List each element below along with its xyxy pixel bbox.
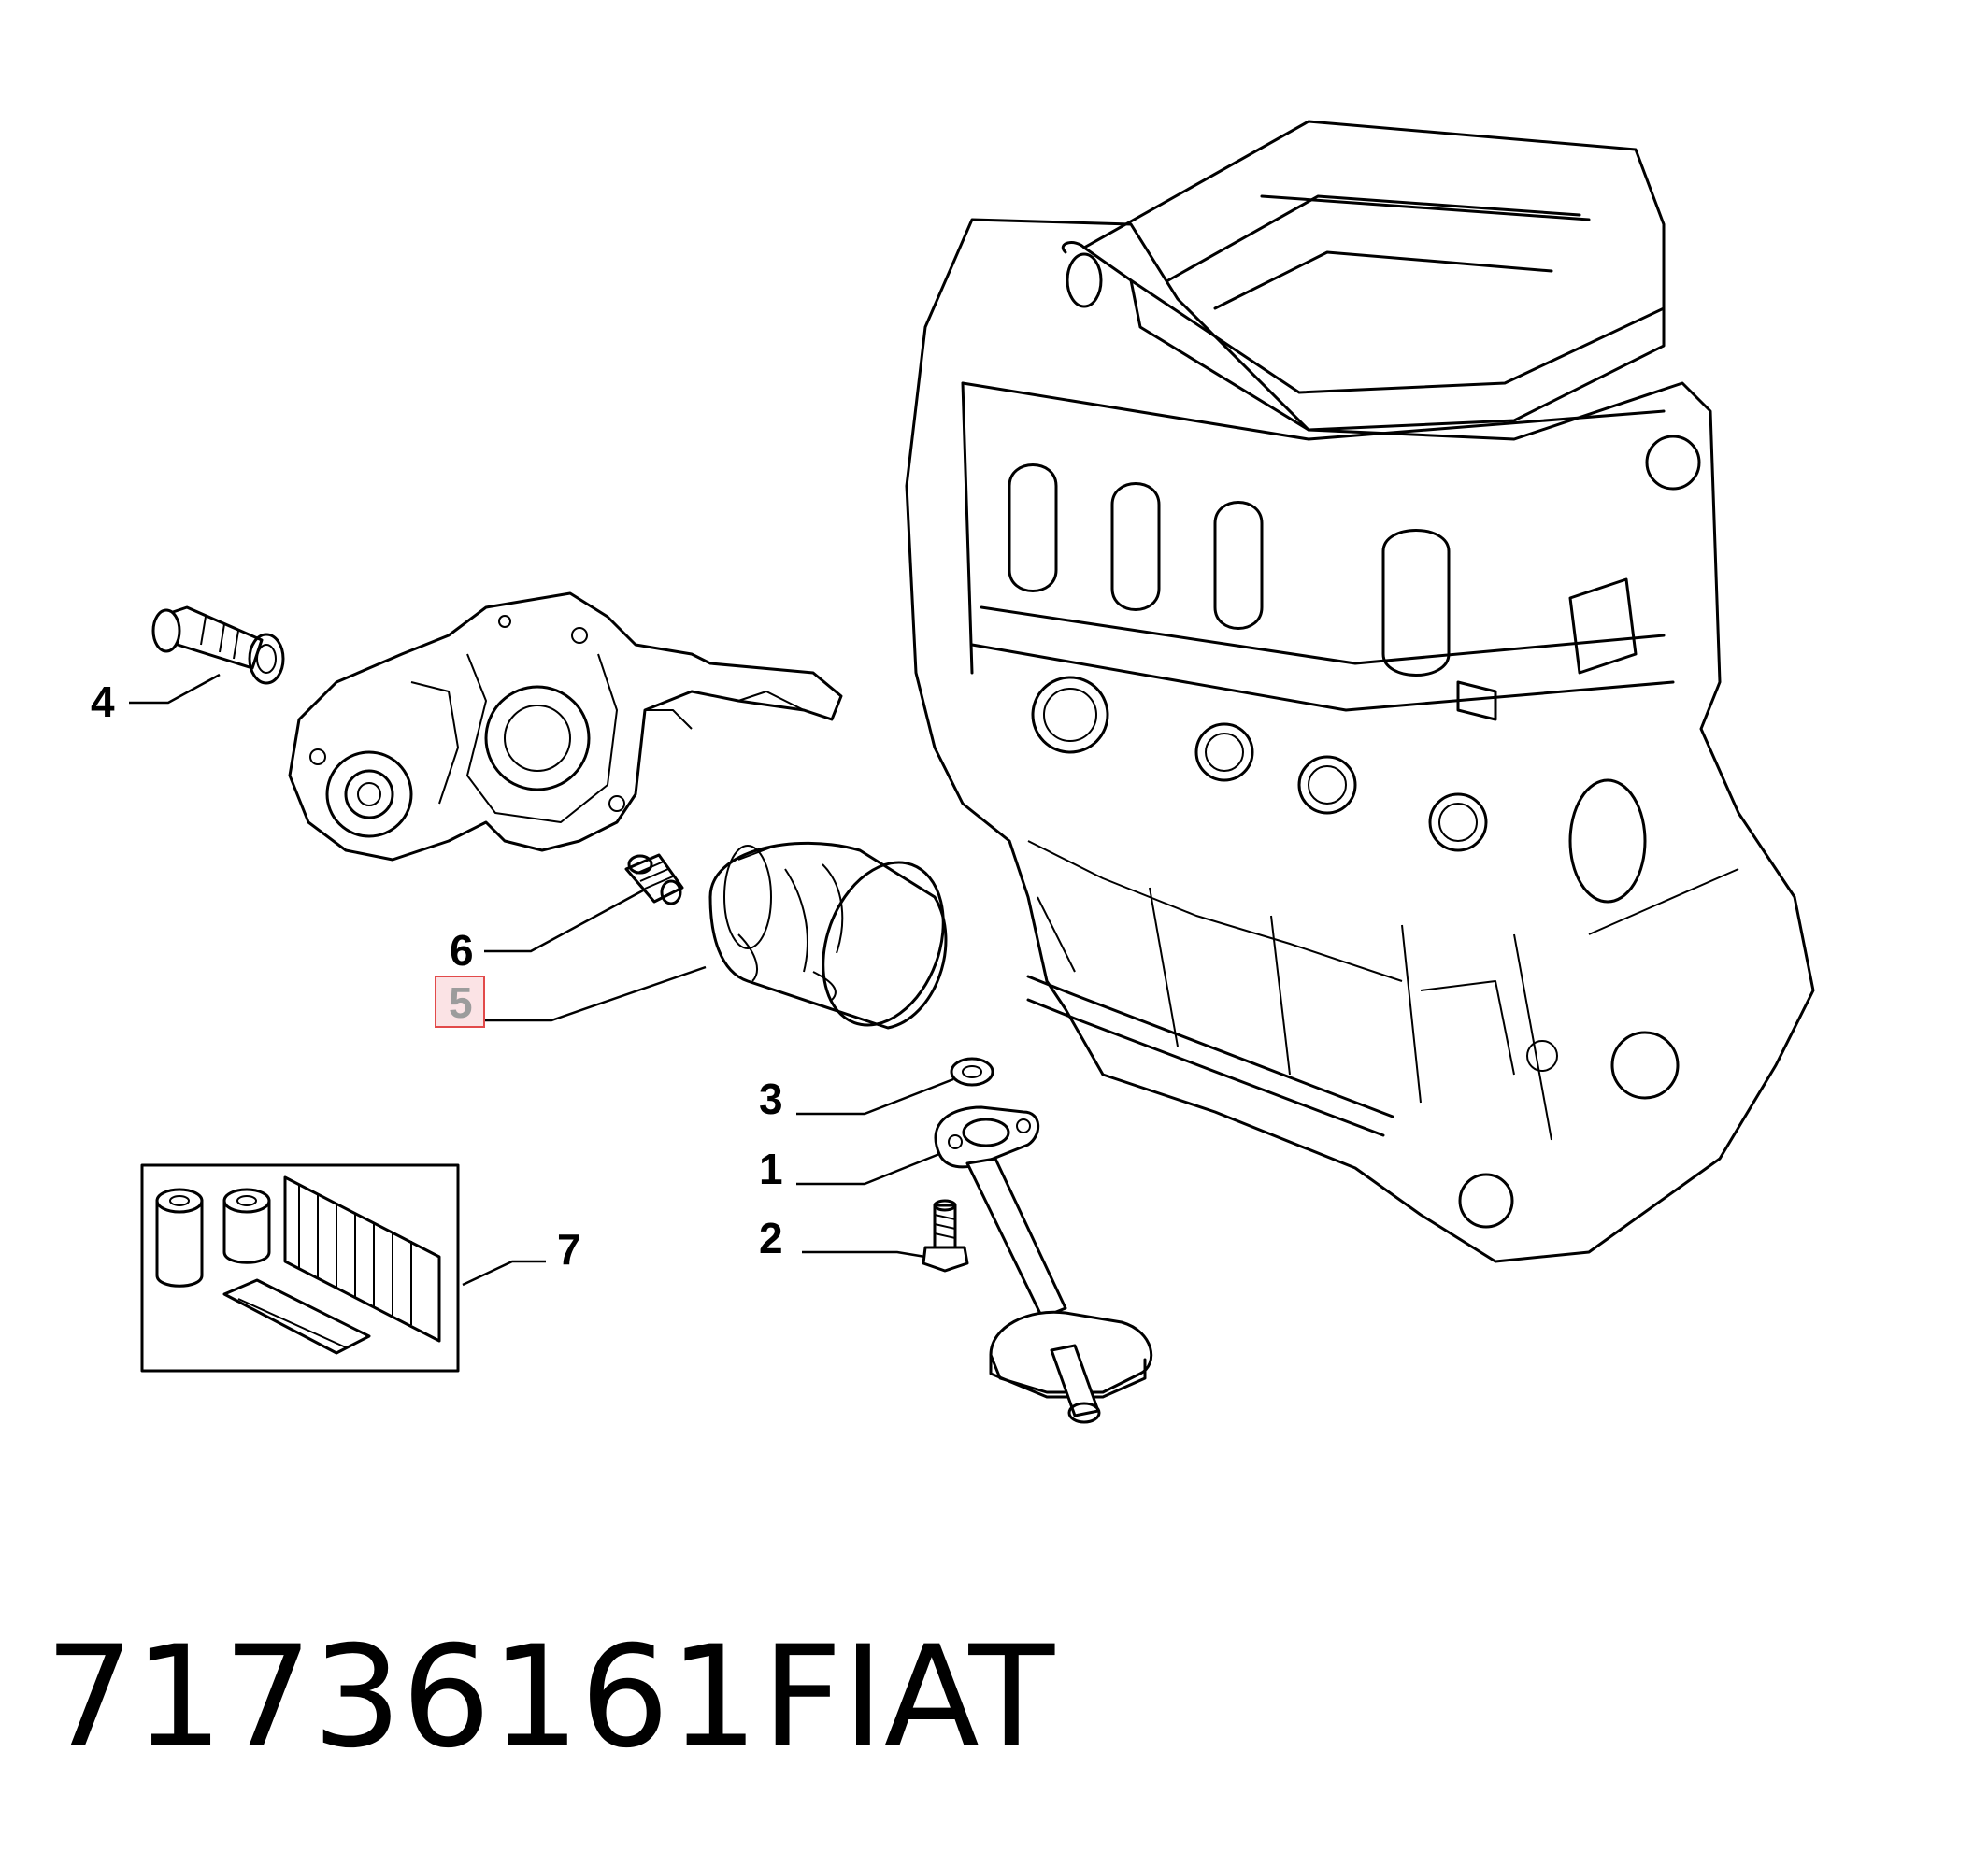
callout-7[interactable]: 7 (557, 1225, 581, 1274)
bolt-illustration (922, 1199, 969, 1273)
brand-name: FIAT (762, 1617, 1055, 1779)
callout-5[interactable]: 5 (449, 978, 473, 1027)
callout-2[interactable]: 2 (759, 1214, 783, 1262)
oil-pressure-switch-illustration (151, 605, 285, 685)
oil-filter-illustration (708, 841, 948, 1030)
engine-block-illustration (905, 120, 1815, 1263)
callout-6[interactable]: 6 (450, 926, 474, 975)
filter-kit-illustration (140, 1163, 460, 1373)
callout-4[interactable]: 4 (91, 677, 115, 726)
oil-pump-housing-illustration (288, 591, 843, 862)
callout-1[interactable]: 1 (759, 1145, 783, 1193)
washer-illustration (950, 1057, 994, 1087)
callout-5-highlight (435, 976, 485, 1028)
leader-lines (129, 673, 954, 1287)
callout-3[interactable]: 3 (759, 1075, 783, 1123)
threaded-plug-illustration (624, 853, 684, 905)
oil-pickup-illustration (934, 1105, 1153, 1424)
part-number: 71736161 (45, 1617, 759, 1779)
